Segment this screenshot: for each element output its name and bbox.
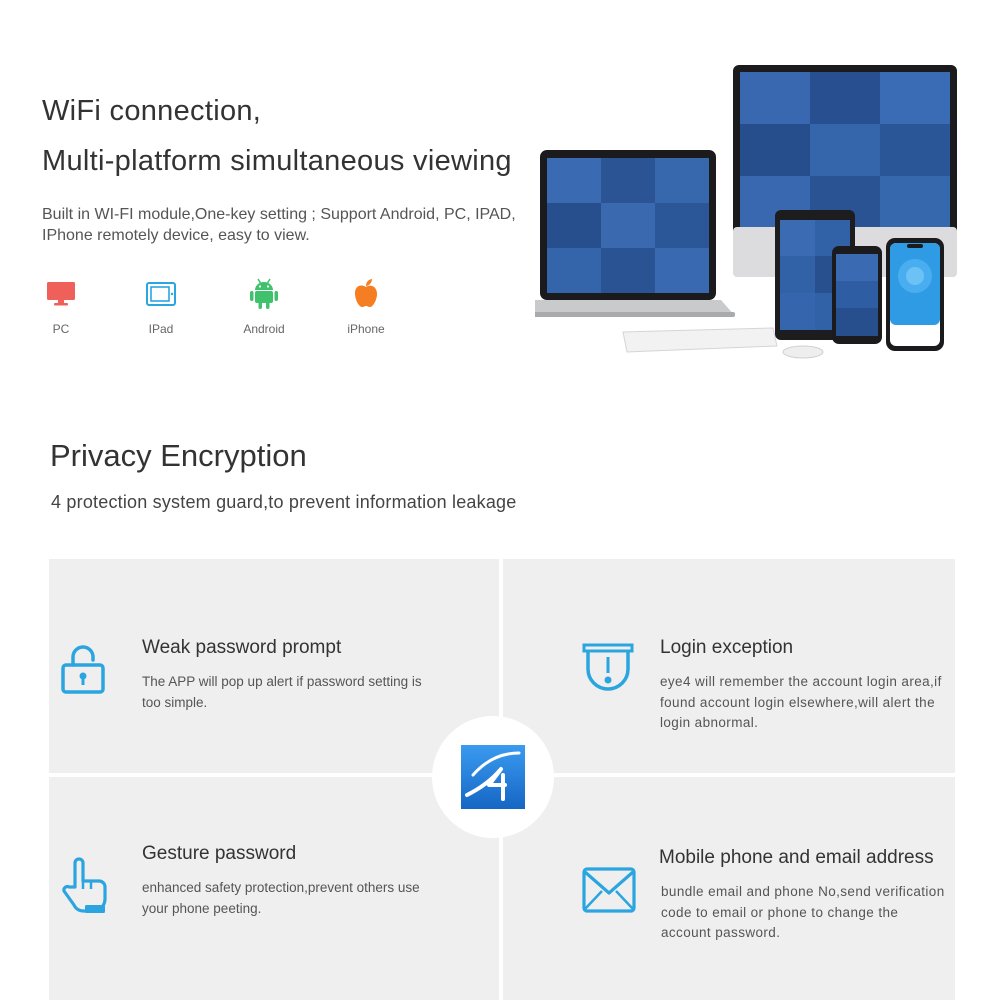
- feature-card-weak-password: Weak password prompt The APP will pop up…: [49, 559, 499, 773]
- feature-card-gesture-password: Gesture password enhanced safety protect…: [49, 777, 499, 1000]
- eye4-logo-icon: [461, 745, 525, 809]
- padlock-icon: [61, 645, 105, 694]
- platform-label: Android: [243, 322, 285, 336]
- platform-pc: PC: [21, 277, 101, 336]
- platform-label: IPad: [148, 322, 174, 336]
- hand-pointer-icon: [62, 857, 107, 913]
- privacy-subtitle: 4 protection system guard,to prevent inf…: [51, 492, 517, 512]
- apple-icon: [355, 279, 377, 307]
- features-grid: Weak password prompt The APP will pop up…: [49, 559, 955, 1000]
- wifi-title-line2: Multi-platform simultaneous viewing: [42, 145, 512, 177]
- platform-label: iPhone: [347, 322, 385, 336]
- camera-dome-icon: [582, 643, 634, 691]
- platform-iphone: iPhone: [326, 277, 406, 336]
- feature-title: Gesture password: [142, 843, 297, 864]
- feature-title: Mobile phone and email address: [659, 847, 934, 868]
- feature-description: enhanced safety protection,prevent other…: [142, 880, 420, 916]
- tablet-icon: [146, 282, 176, 306]
- feature-title: Login exception: [660, 637, 794, 658]
- feature-title: Weak password prompt: [142, 637, 342, 658]
- feature-description: The APP will pop up alert if password se…: [142, 674, 422, 710]
- envelope-icon: [582, 867, 636, 913]
- eye4-logo-badge: [432, 716, 554, 838]
- wifi-title-line1: WiFi connection,: [42, 95, 262, 127]
- wifi-description: Built in WI-FI module,One-key setting ; …: [42, 206, 516, 244]
- platform-android: Android: [224, 277, 304, 336]
- platform-ipad: IPad: [121, 277, 201, 336]
- monitor-icon: [47, 282, 75, 306]
- feature-card-phone-email: Mobile phone and email address bundle em…: [503, 777, 955, 1000]
- feature-description: eye4 will remember the account login are…: [660, 674, 942, 730]
- privacy-title: Privacy Encryption: [50, 438, 307, 473]
- platform-label: PC: [52, 322, 70, 336]
- devices-illustration: [535, 65, 957, 359]
- feature-card-login-exception: Login exception eye4 will remember the a…: [503, 559, 955, 773]
- feature-description: bundle email and phone No,send verificat…: [661, 884, 945, 940]
- android-icon: [250, 278, 278, 309]
